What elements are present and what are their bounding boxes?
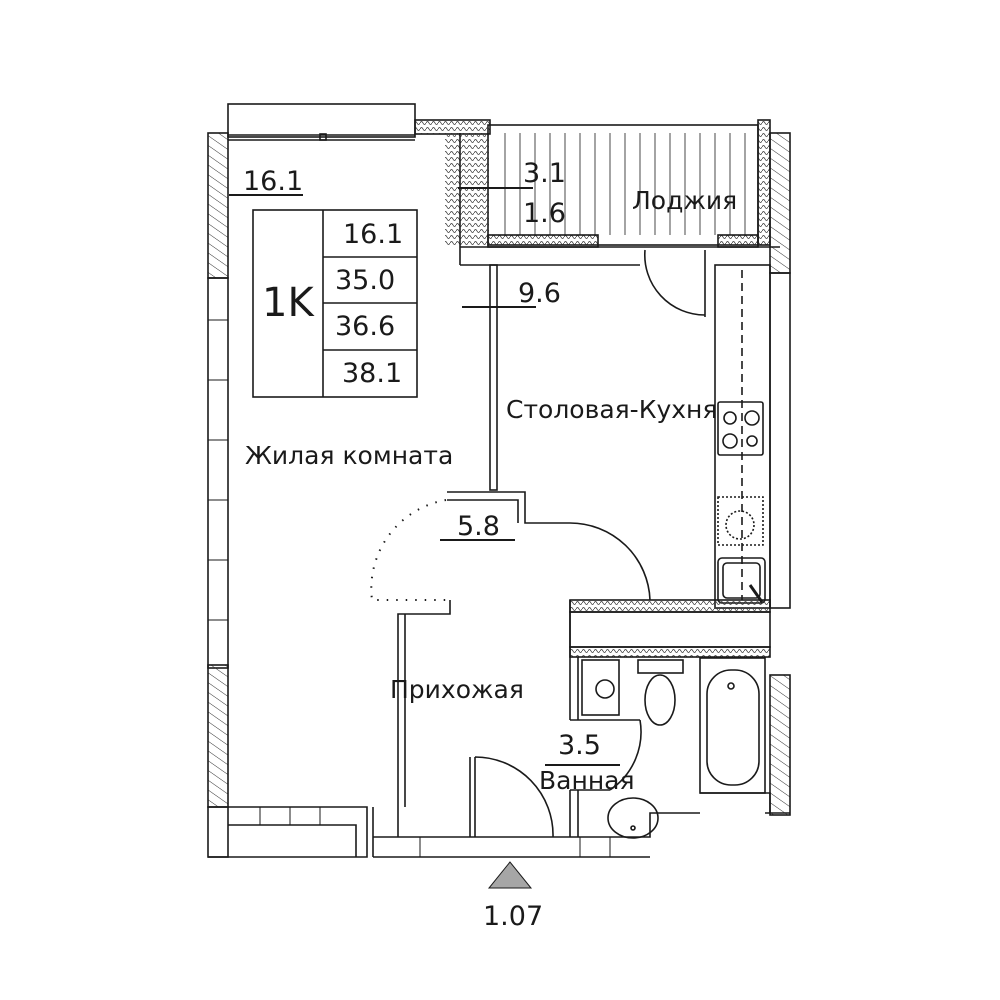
bathroom-area: 3.5 (558, 730, 601, 761)
left-outer-wall (207, 132, 229, 858)
summary-box (252, 209, 418, 398)
bottom-wall (208, 806, 700, 858)
partition-wall (489, 264, 498, 491)
loggia-door (644, 249, 706, 317)
kitchen-name: Столовая-Кухня (506, 395, 718, 424)
kitchen-area: 9.6 (518, 278, 561, 309)
summary-total-with-loggia: 38.1 (342, 358, 403, 389)
apartment-type: 1K (262, 280, 314, 326)
living-room-name: Жилая комната (245, 441, 454, 470)
loggia-area-reduced: 1.6 (523, 198, 566, 229)
living-area: 16.1 (243, 166, 304, 197)
entrance-label: 1.07 (483, 901, 544, 932)
entrance-marker-icon (487, 861, 533, 889)
loggia (414, 119, 791, 274)
kitchen-counter (714, 264, 771, 609)
washing-machine (581, 659, 620, 716)
stove (717, 401, 764, 456)
bathroom-sink (607, 797, 659, 839)
hall-door-arc (569, 522, 651, 601)
bathroom-name: Ванная (539, 766, 635, 795)
hallway-name: Прихожая (390, 675, 524, 704)
loggia-area: 3.1 (523, 158, 566, 189)
summary-total-area: 36.6 (335, 311, 396, 342)
hall-wall (447, 491, 570, 524)
living-window (227, 103, 416, 141)
bath-door-arc (609, 719, 642, 791)
hallway-area: 5.8 (457, 511, 500, 542)
entrance-door (469, 756, 554, 838)
summary-living-total: 35.0 (335, 265, 396, 296)
toilet (644, 674, 676, 726)
loggia-name: Лоджия (632, 186, 738, 215)
hall-left-wall (397, 600, 451, 837)
summary-living-area: 16.1 (343, 219, 404, 250)
